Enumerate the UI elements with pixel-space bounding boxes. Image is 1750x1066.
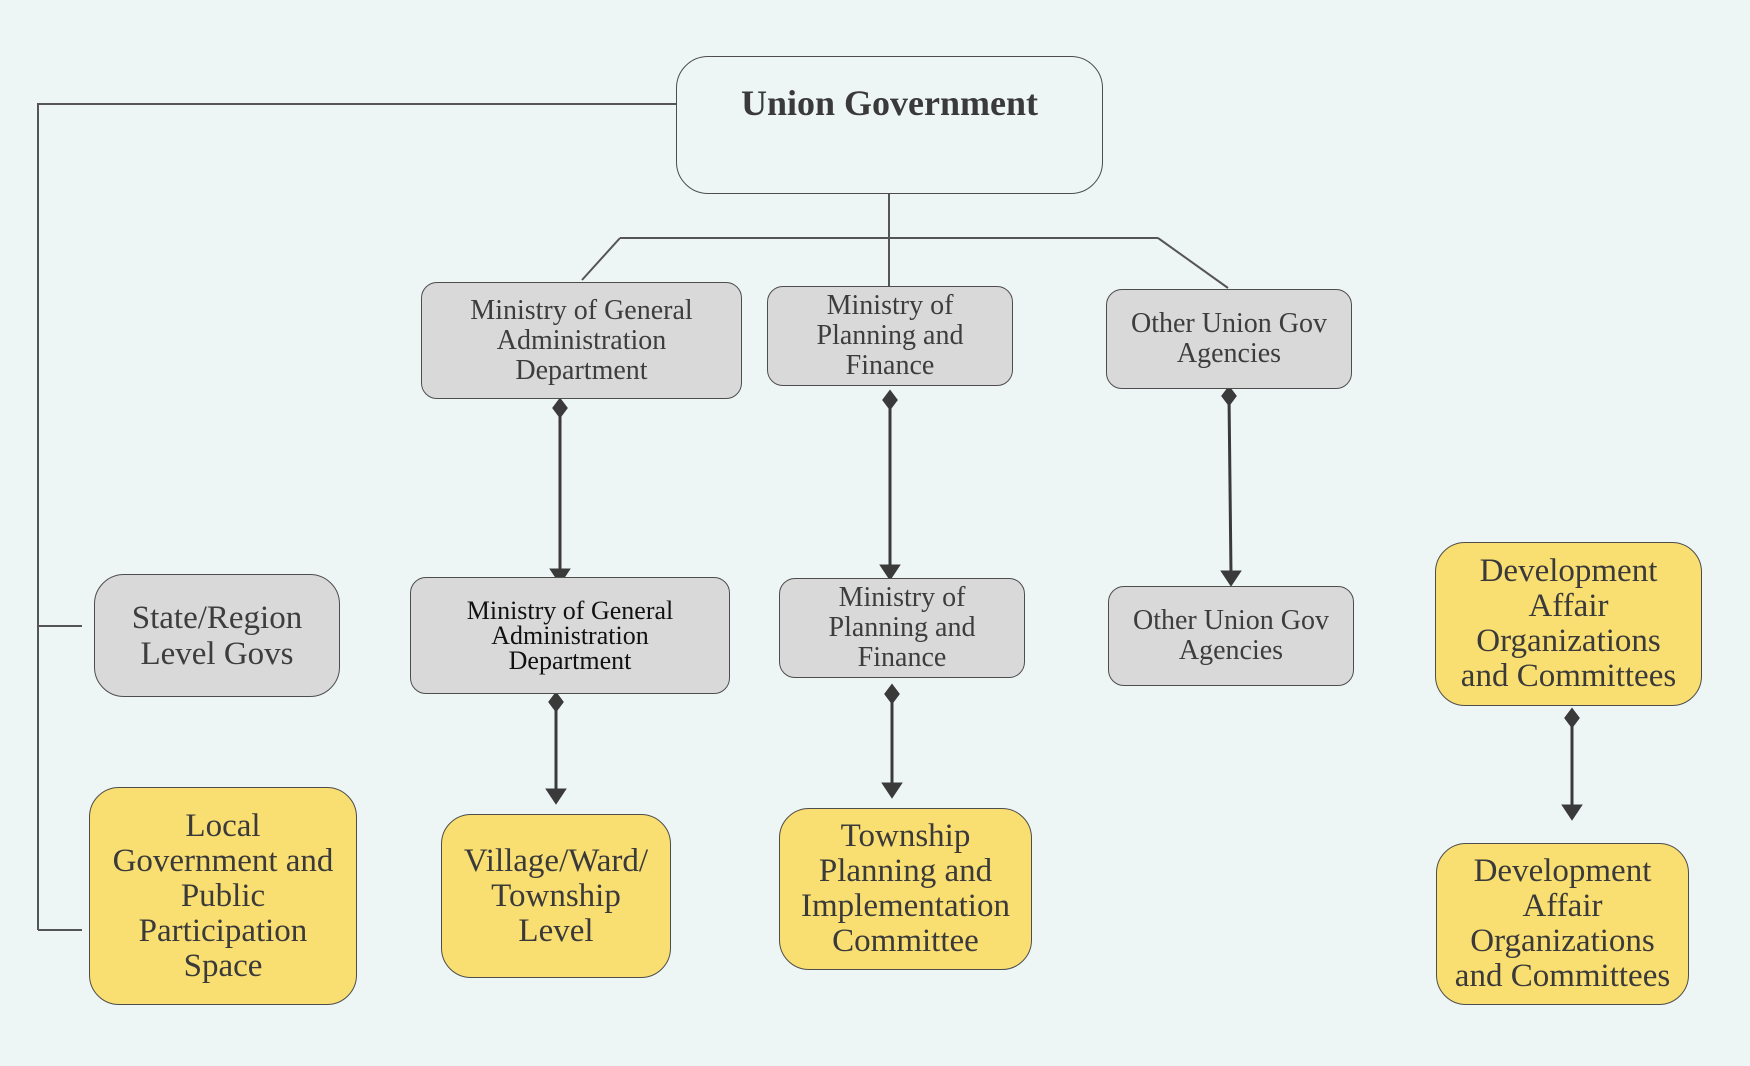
mpf-top-box: Ministry of Planning and Finance bbox=[767, 286, 1013, 386]
other-top-box: Other Union Gov Agencies bbox=[1106, 289, 1352, 389]
mgad-mid-box: Ministry of General Administration Depar… bbox=[410, 577, 730, 694]
mgad-top-box: Ministry of General Administration Depar… bbox=[421, 282, 742, 399]
dev-top-box: Development Affair Organizations and Com… bbox=[1435, 542, 1702, 706]
state-region-box: State/Region Level Govs bbox=[94, 574, 340, 697]
village-ward-box: Village/Ward/ Township Level bbox=[441, 814, 671, 978]
mgad-slant-connector bbox=[581, 237, 621, 281]
other-mid-box: Other Union Gov Agencies bbox=[1108, 586, 1354, 686]
other-slant-connector bbox=[1157, 237, 1229, 289]
union-government-box: Union Government bbox=[676, 56, 1103, 194]
union-left-connector bbox=[37, 103, 676, 930]
mpf-mid-box: Ministry of Planning and Finance bbox=[779, 578, 1025, 678]
other-arrow bbox=[1227, 395, 1233, 575]
local-gov-box: Local Government and Public Participatio… bbox=[89, 787, 357, 1005]
township-committee-box: Township Planning and Implementation Com… bbox=[779, 808, 1032, 970]
dev-bottom-box: Development Affair Organizations and Com… bbox=[1436, 843, 1689, 1005]
